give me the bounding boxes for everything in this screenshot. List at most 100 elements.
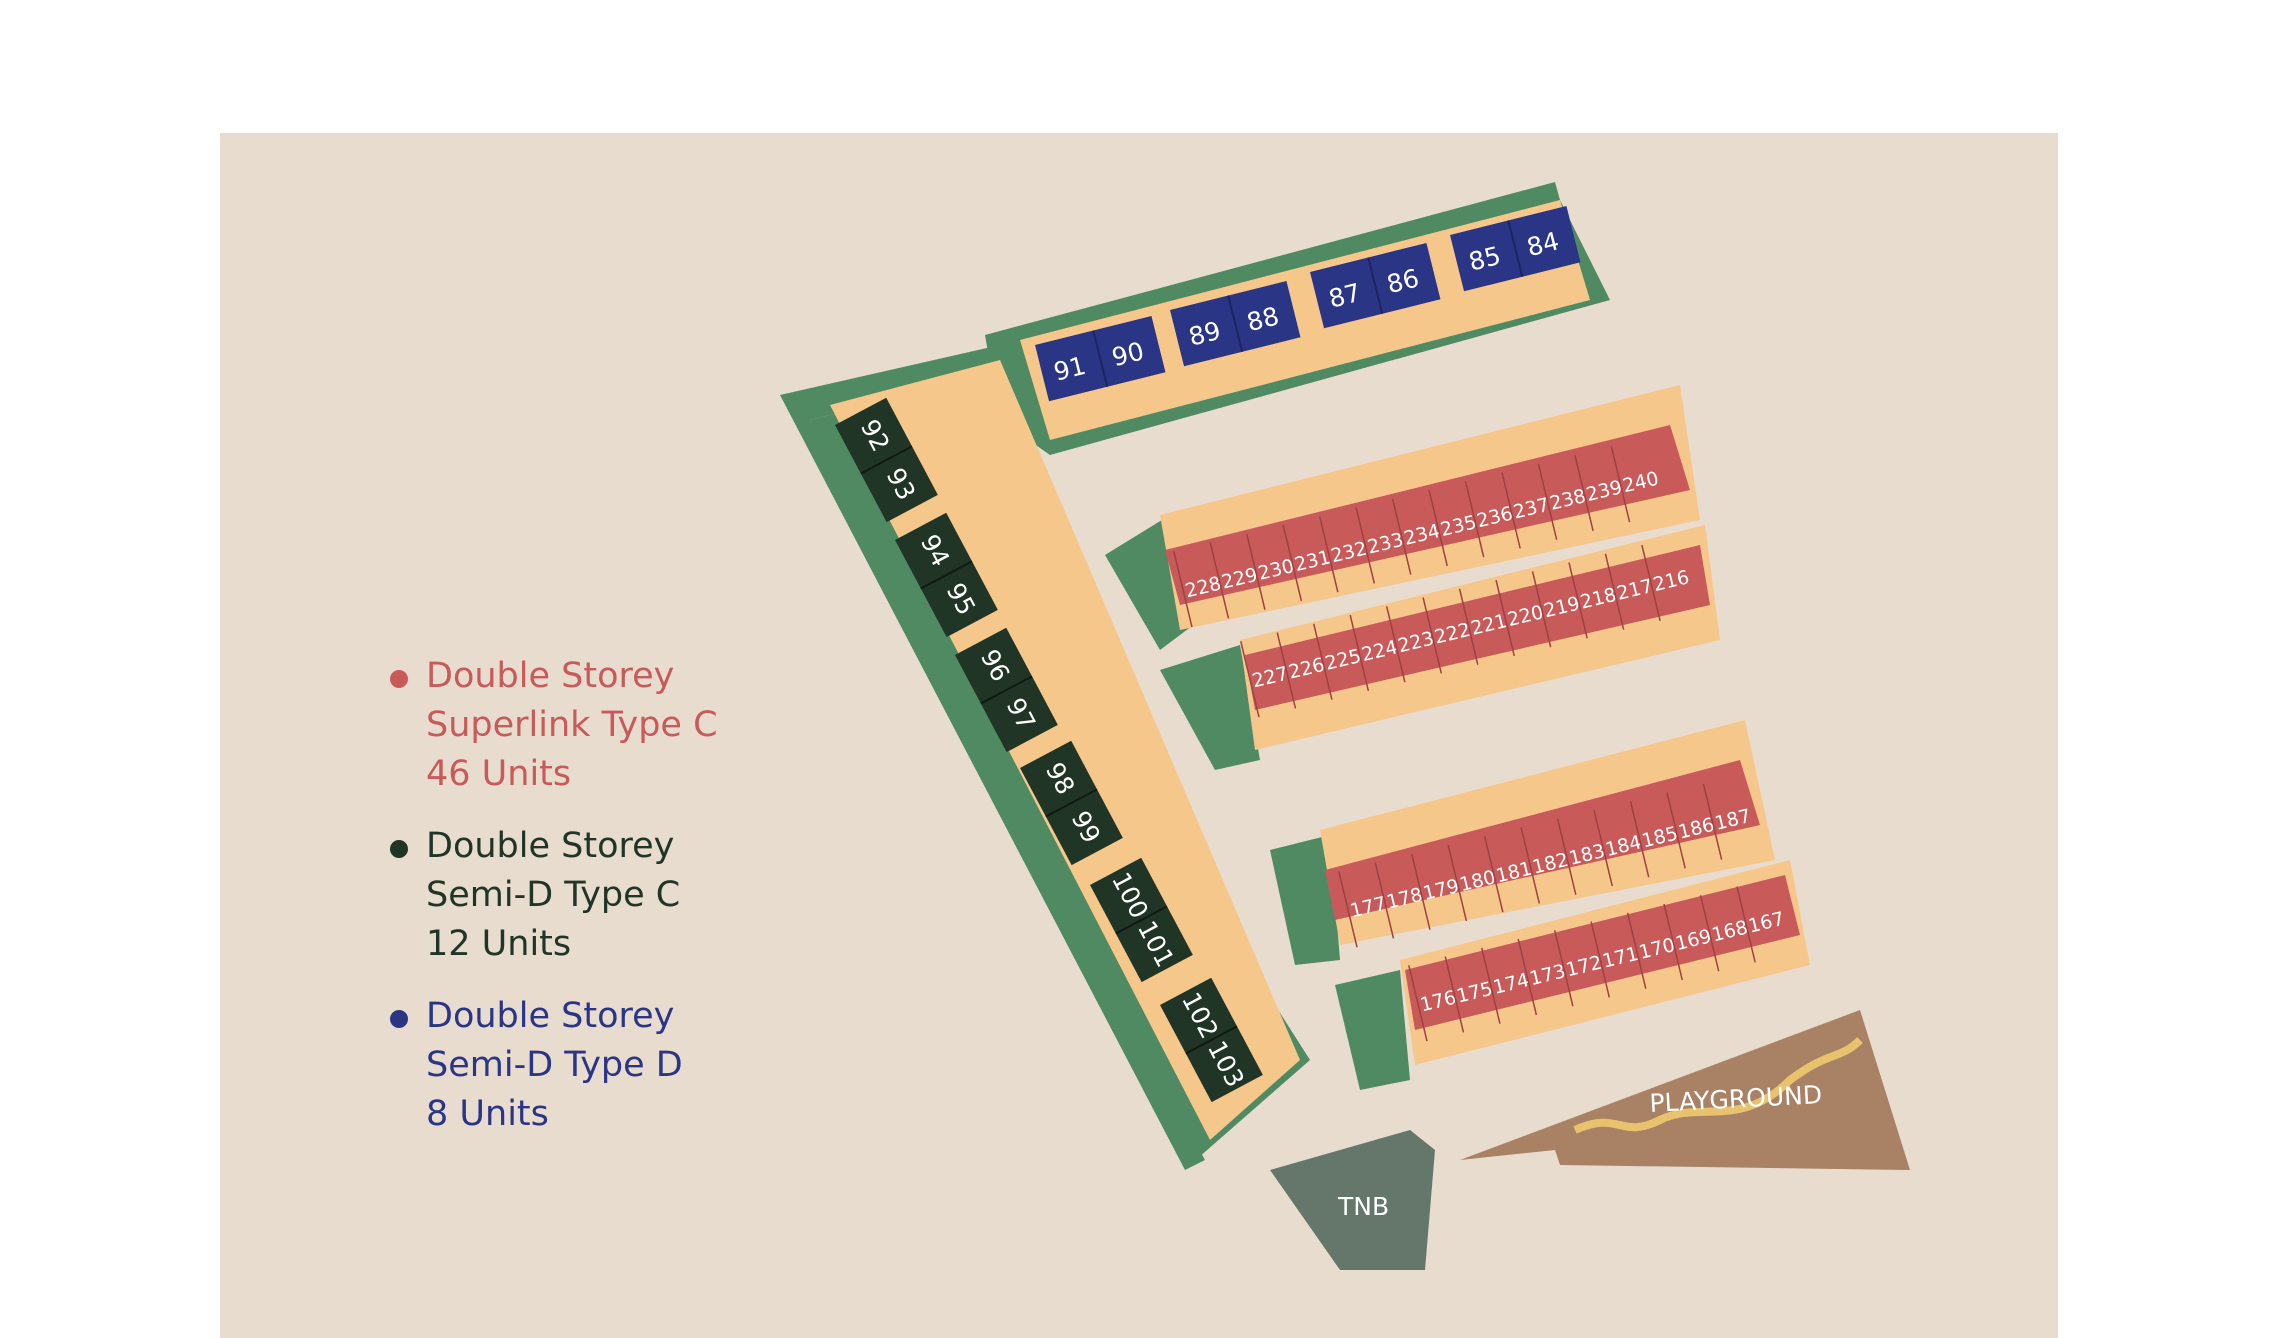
superlink-unit-label: 219	[1542, 593, 1582, 623]
superlink-unit-label: 176	[1418, 987, 1458, 1017]
superlink-unit-label: 221	[1469, 610, 1509, 640]
superlink-unit-label: 236	[1475, 503, 1515, 533]
superlink-unit-label: 171	[1600, 943, 1640, 973]
superlink-divider	[1537, 463, 1558, 540]
superlink-unit-label: 179	[1421, 875, 1461, 905]
superlink-divider	[1641, 544, 1661, 622]
legend-semid-d-line3: 8 Units	[426, 1094, 549, 1134]
superlink-unit-label: 184	[1603, 831, 1643, 861]
legend-dot-semid-c	[390, 840, 408, 858]
tnb-label: TNB	[1337, 1192, 1389, 1221]
superlink-divider	[1444, 956, 1465, 1033]
superlink-divider	[1574, 454, 1594, 532]
superlink-unit-label: 185	[1640, 823, 1680, 853]
legend-superlink-line2: Superlink Type C	[426, 705, 718, 745]
legend-semid-c-line2: Semi-D Type C	[426, 875, 681, 915]
superlink-unit-label: 174	[1491, 969, 1531, 999]
superlink-divider	[1702, 783, 1723, 860]
superlink-unit-label: 234	[1402, 520, 1442, 550]
superlink-divider	[1593, 809, 1613, 887]
superlink-divider	[1391, 498, 1412, 575]
superlink-divider	[1699, 895, 1720, 972]
superlink-divider	[1422, 597, 1443, 674]
superlink-divider	[1410, 853, 1431, 930]
superlink-unit-label: 231	[1292, 546, 1332, 576]
superlink-unit-label: 216	[1651, 566, 1691, 596]
superlink-divider	[1483, 836, 1504, 913]
playground-path	[1573, 1037, 1863, 1134]
superlink-divider	[1531, 571, 1552, 648]
superlink-divider	[1480, 947, 1501, 1024]
legend-semid-c-line3: 12 Units	[426, 924, 572, 964]
superlink-unit-label: 228	[1183, 573, 1223, 603]
superlink-unit-label: 186	[1676, 814, 1716, 844]
superlink-unit-label: 173	[1527, 960, 1567, 990]
superlink-divider	[1590, 921, 1611, 998]
superlink-divider	[1447, 844, 1468, 922]
superlink-unit-label: 187	[1713, 805, 1753, 835]
superlink-unit-label: 217	[1615, 575, 1655, 605]
superlink-units: 2282292302312322332342352362372382392402…	[1173, 446, 1787, 1042]
superlink-unit-label: 229	[1219, 564, 1259, 594]
legend-semid-c-line1: Double Storey	[426, 826, 675, 866]
superlink-unit-label: 232	[1329, 538, 1369, 568]
superlink-unit-label: 233	[1365, 529, 1405, 559]
superlink-unit-label: 220	[1505, 601, 1545, 631]
superlink-divider	[1610, 446, 1631, 523]
superlink-divider	[1626, 912, 1647, 989]
superlink-divider	[1458, 588, 1479, 665]
superlink-unit-label: 223	[1396, 628, 1436, 658]
legend-dot-semid-d	[390, 1010, 408, 1028]
superlink-divider	[1240, 641, 1260, 718]
superlink-divider	[1663, 903, 1683, 981]
superlink-unit-label: 181	[1494, 858, 1534, 888]
legend-superlink: Double Storey Superlink Type C 46 Units	[390, 652, 718, 799]
superlink-unit-label: 182	[1530, 849, 1570, 879]
superlink-unit-label: 175	[1454, 978, 1494, 1008]
legend-semid-d: Double Storey Semi-D Type D 8 Units	[390, 992, 683, 1139]
legend-superlink-line3: 46 Units	[426, 754, 572, 794]
superlink-divider	[1355, 507, 1376, 584]
superlink-unit-label: 180	[1457, 866, 1497, 896]
superlink-unit-label: 227	[1250, 663, 1290, 693]
plot-strip-north	[1020, 200, 1590, 440]
superlink-divider	[1736, 886, 1756, 963]
tnb-area	[1270, 1130, 1435, 1270]
superlink-divider	[1553, 930, 1574, 1007]
superlink-divider	[1556, 818, 1577, 895]
superlink-divider	[1428, 489, 1448, 567]
superlink-unit-label: 225	[1323, 645, 1363, 675]
superlink-unit-label: 238	[1548, 485, 1588, 515]
superlink-block-2	[1160, 525, 1720, 770]
legend-semid-d-line2: Semi-D Type D	[426, 1045, 683, 1085]
superlink-unit-label: 167	[1746, 908, 1786, 938]
superlink-divider	[1666, 792, 1686, 869]
superlink-unit-label: 169	[1673, 925, 1713, 955]
superlink-block-3	[1270, 720, 1775, 965]
superlink-unit-label: 239	[1584, 476, 1624, 506]
superlink-unit-label: 224	[1359, 636, 1399, 666]
superlink-unit-label: 168	[1710, 917, 1750, 947]
superlink-unit-label: 240	[1621, 467, 1661, 497]
superlink-block-1	[1105, 385, 1700, 650]
superlink-divider	[1349, 614, 1370, 692]
superlink-divider	[1604, 553, 1625, 630]
superlink-divider	[1520, 827, 1541, 904]
superlink-divider	[1374, 862, 1395, 939]
superlink-divider	[1464, 481, 1485, 558]
superlink-unit-label: 230	[1256, 555, 1296, 585]
superlink-unit-label: 177	[1348, 893, 1388, 923]
legend-dot-superlink	[390, 670, 408, 688]
